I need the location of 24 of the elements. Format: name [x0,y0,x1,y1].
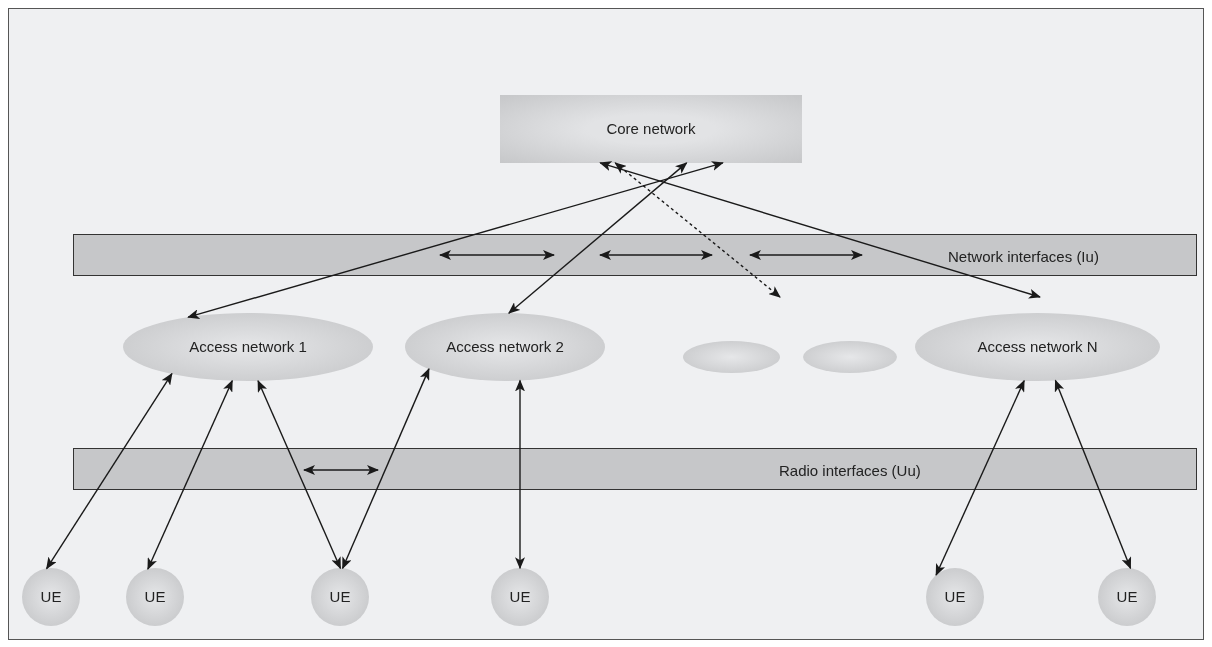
double-arrow [257,379,342,570]
double-arrow [599,161,1041,299]
node-label: Core network [606,118,696,139]
band-label: Radio interfaces (Uu) [779,462,921,479]
node-label: UE [329,586,351,607]
node-label: Access network N [977,336,1098,357]
node-label: UE [40,586,62,607]
node-label: Access network 2 [446,336,564,357]
double-arrow [935,379,1025,576]
double-arrow [1054,379,1132,570]
double-arrow [187,161,724,319]
node-label: UE [1116,586,1138,607]
double-arrow [508,162,688,314]
node-label: Access network 1 [189,336,307,357]
node-label: UE [144,586,166,607]
double-arrow [341,367,430,570]
double-arrow [45,372,173,570]
double-arrow [515,379,525,570]
node-label: UE [944,586,966,607]
node-label: UE [509,586,531,607]
double-arrow [614,162,781,298]
core-network-box [500,95,802,163]
double-arrow [147,379,233,570]
band-label: Network interfaces (Iu) [948,248,1099,265]
